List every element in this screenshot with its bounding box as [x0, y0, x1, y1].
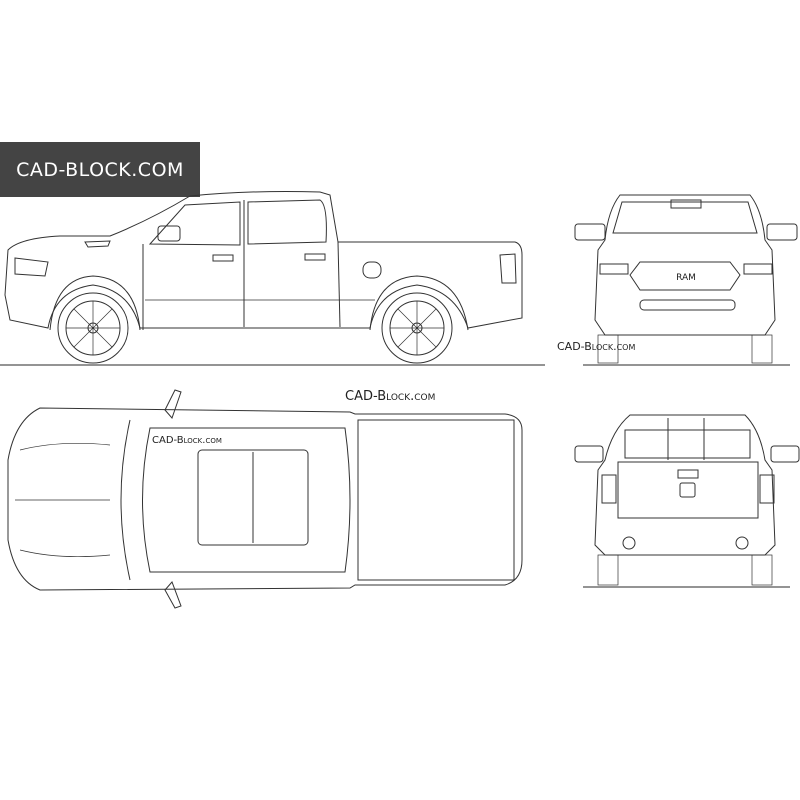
watermark-top: CAD-Block.com [345, 389, 435, 404]
lower-grille [639, 299, 736, 311]
headlight [14, 257, 49, 277]
rear-body-outline [594, 414, 776, 556]
grille [629, 261, 741, 291]
side-view [0, 191, 545, 366]
front-wheel-arch [49, 275, 141, 331]
left-tire [597, 334, 619, 364]
hood-lines [15, 443, 111, 557]
right-mirror [770, 445, 800, 463]
front-view: RAM CAD-Block.com [557, 194, 798, 366]
side-mirror [157, 225, 181, 242]
left-mirror [574, 223, 606, 241]
top-view: CAD-Block.com CAD-Block.com [7, 389, 523, 609]
watermark-roof: CAD-Block.com [152, 435, 222, 446]
left-tire [597, 554, 619, 586]
right-tail-light [759, 474, 775, 504]
top-body-outline [7, 407, 523, 591]
hood-vent [84, 240, 111, 248]
door-handle [212, 254, 234, 262]
roof [142, 427, 351, 573]
right-headlight [743, 263, 773, 275]
rear-window [247, 199, 327, 245]
rear-badge [679, 482, 696, 498]
right-mirror [766, 223, 798, 241]
left-mirror [574, 445, 604, 463]
windshield [612, 201, 758, 234]
sensor-housing [670, 199, 702, 209]
exhaust-left [622, 536, 636, 550]
rear-view [574, 414, 800, 588]
rear-wheel [381, 292, 453, 364]
tailgate-handle [677, 469, 699, 479]
grille-badge: RAM [676, 273, 696, 283]
left-headlight [599, 263, 629, 275]
windshield-top [120, 419, 131, 581]
door-handle [304, 253, 326, 261]
front-wheel [57, 292, 129, 364]
rear-wheel-arch [369, 275, 469, 331]
site-logo-banner: CAD-BLOCK.COM [0, 142, 200, 197]
right-tire [751, 554, 773, 586]
tailgate [617, 461, 759, 519]
top-mirror-right [164, 581, 182, 609]
front-body-outline [594, 194, 776, 336]
watermark-front: CAD-Block.com [557, 340, 635, 353]
rear-window [624, 429, 751, 459]
side-body-outline [4, 191, 523, 329]
tail-light [499, 253, 517, 284]
fuel-door [362, 261, 382, 279]
right-tire [751, 334, 773, 364]
front-window [148, 201, 241, 246]
left-tail-light [601, 474, 617, 504]
sunroof [197, 449, 309, 546]
top-mirror-left [164, 389, 182, 419]
truck-bed [357, 419, 515, 581]
door-line [337, 241, 341, 328]
exhaust-right [735, 536, 749, 550]
